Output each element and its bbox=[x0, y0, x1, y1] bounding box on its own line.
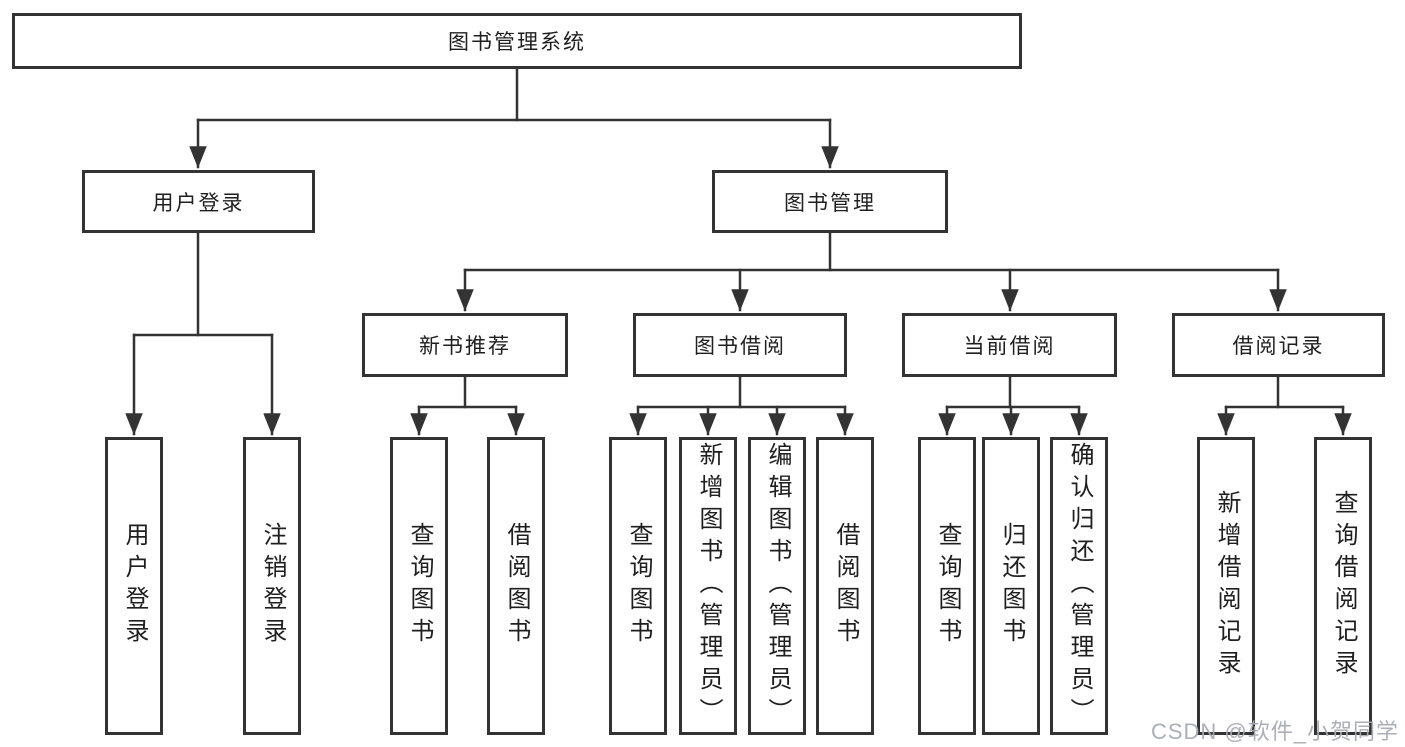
leaf-rec-query-books-label: 查询图书 bbox=[406, 522, 433, 650]
leaf-user-login-label: 用户登录 bbox=[121, 522, 148, 650]
node-new-book-recommend: 新书推荐 bbox=[362, 313, 568, 377]
leaf-rec-query-books: 查询图书 bbox=[390, 437, 448, 735]
leaf-bb-query-books-label: 查询图书 bbox=[625, 522, 652, 650]
csdn-watermark: CSDN @软件_小贺同学 bbox=[1150, 719, 1399, 744]
leaf-rec-borrow-books: 借阅图书 bbox=[487, 437, 545, 735]
leaf-bb-borrow-books-label: 借阅图书 bbox=[832, 522, 859, 650]
leaf-rec-borrow-books-label: 借阅图书 bbox=[503, 522, 530, 650]
node-current-borrow: 当前借阅 bbox=[902, 313, 1117, 377]
leaf-cb-return-books-label: 归还图书 bbox=[998, 522, 1025, 650]
leaf-cb-confirm-return-admin-label: 确认归还（管理员） bbox=[1066, 442, 1093, 730]
node-book-management: 图书管理 bbox=[712, 170, 948, 233]
leaf-bb-add-books-admin: 新增图书（管理员） bbox=[679, 437, 737, 735]
node-book-borrow: 图书借阅 bbox=[633, 313, 847, 377]
leaf-logout-label: 注销登录 bbox=[259, 522, 286, 650]
leaf-br-query-record-label: 查询借阅记录 bbox=[1330, 490, 1357, 682]
leaf-user-login: 用户登录 bbox=[105, 437, 163, 735]
leaf-br-add-record-label: 新增借阅记录 bbox=[1213, 490, 1240, 682]
node-new-book-recommend-label: 新书推荐 bbox=[419, 335, 511, 358]
leaf-bb-add-books-admin-label: 新增图书（管理员） bbox=[695, 442, 722, 730]
leaf-bb-query-books: 查询图书 bbox=[609, 437, 667, 735]
node-current-borrow-label: 当前借阅 bbox=[963, 335, 1056, 358]
leaf-br-add-record: 新增借阅记录 bbox=[1197, 437, 1255, 735]
node-root: 图书管理系统 bbox=[12, 13, 1022, 69]
node-borrow-records: 借阅记录 bbox=[1172, 313, 1385, 377]
leaf-cb-confirm-return-admin: 确认归还（管理员） bbox=[1050, 437, 1108, 735]
leaf-cb-query-books: 查询图书 bbox=[918, 437, 976, 735]
leaf-cb-return-books: 归还图书 bbox=[982, 437, 1040, 735]
node-book-management-label: 图书管理 bbox=[784, 191, 876, 215]
node-book-borrow-label: 图书借阅 bbox=[694, 335, 786, 358]
node-user-login-label: 用户登录 bbox=[152, 191, 245, 215]
leaf-bb-borrow-books: 借阅图书 bbox=[816, 437, 874, 735]
node-root-label: 图书管理系统 bbox=[448, 31, 586, 54]
leaf-bb-edit-books-admin: 编辑图书（管理员） bbox=[748, 437, 806, 735]
node-user-login: 用户登录 bbox=[82, 170, 315, 233]
node-borrow-records-label: 借阅记录 bbox=[1232, 335, 1325, 358]
leaf-logout: 注销登录 bbox=[243, 437, 301, 735]
leaf-cb-query-books-label: 查询图书 bbox=[934, 522, 961, 650]
leaf-bb-edit-books-admin-label: 编辑图书（管理员） bbox=[764, 442, 791, 730]
leaf-br-query-record: 查询借阅记录 bbox=[1314, 437, 1372, 735]
